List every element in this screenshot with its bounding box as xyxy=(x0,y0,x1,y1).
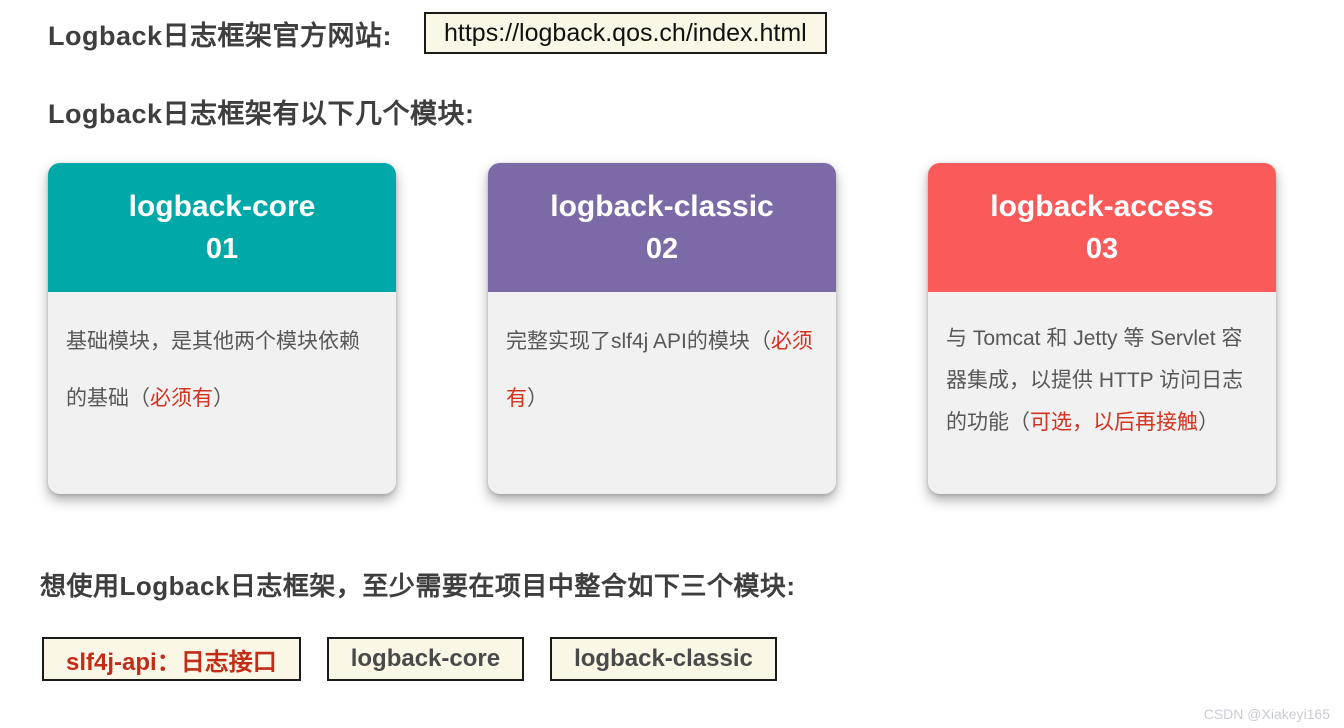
box-slf4j-api: slf4j-api：日志接口 xyxy=(42,637,301,681)
card-title: logback-classic xyxy=(550,189,774,223)
official-site-row: Logback日志框架官方网站: https://logback.qos.ch/… xyxy=(48,12,827,54)
card-title: logback-core xyxy=(128,189,316,223)
box-logback-classic: logback-classic xyxy=(550,637,777,681)
card-title: logback-access xyxy=(990,189,1214,223)
official-site-label: Logback日志框架官方网站: xyxy=(48,20,393,51)
watermark: CSDN @Xiakeyi165 xyxy=(1203,706,1330,722)
card-number: 03 xyxy=(1085,232,1119,265)
card-logback-core-header: logback-core 01 xyxy=(48,163,396,292)
desc-highlight: 必须有 xyxy=(150,387,213,410)
desc-highlight: 必须有 xyxy=(506,330,813,410)
desc-text: ） xyxy=(1198,411,1219,434)
desc-highlight: 可选，以后再接触 xyxy=(1030,411,1198,434)
card-logback-core: logback-core 01 基础模块，是其他两个模块依赖的基础（必须有） xyxy=(48,163,396,494)
card-description: 基础模块，是其他两个模块依赖的基础（必须有） xyxy=(48,292,396,427)
card-logback-classic: logback-classic 02 完整实现了slf4j API的模块（必须有… xyxy=(488,163,836,494)
desc-text: 与 Tomcat 和 Jetty 等 Servlet 容器集成，以提供 HTTP… xyxy=(946,327,1244,434)
card-description: 完整实现了slf4j API的模块（必须有） xyxy=(488,292,836,427)
desc-text: 基础模块，是其他两个模块依赖的基础（ xyxy=(66,330,360,410)
card-number: 01 xyxy=(205,232,239,265)
card-logback-classic-header: logback-classic 02 xyxy=(488,163,836,292)
card-description: 与 Tomcat 和 Jetty 等 Servlet 容器集成，以提供 HTTP… xyxy=(928,292,1276,444)
integration-heading: 想使用Logback日志框架，至少需要在项目中整合如下三个模块: xyxy=(40,571,796,601)
desc-text: ） xyxy=(527,387,548,410)
desc-text: 完整实现了slf4j API的模块（ xyxy=(506,330,771,353)
card-logback-access-header: logback-access 03 xyxy=(928,163,1276,292)
card-number: 02 xyxy=(645,232,679,265)
integration-boxes: slf4j-api：日志接口 logback-core logback-clas… xyxy=(42,637,777,681)
modules-heading: Logback日志框架有以下几个模块: xyxy=(48,99,475,129)
desc-text: ） xyxy=(213,387,234,410)
card-logback-access: logback-access 03 与 Tomcat 和 Jetty 等 Ser… xyxy=(928,163,1276,494)
module-cards: logback-core 01 基础模块，是其他两个模块依赖的基础（必须有） l… xyxy=(48,163,1276,494)
official-site-url-link[interactable]: https://logback.qos.ch/index.html xyxy=(424,12,827,54)
box-logback-core: logback-core xyxy=(326,637,525,681)
